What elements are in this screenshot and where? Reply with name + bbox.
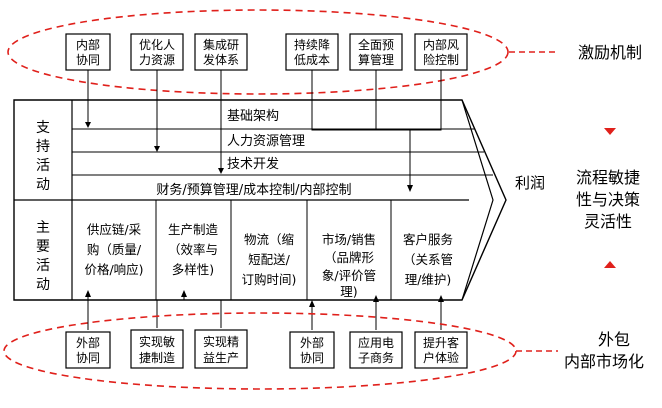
svg-text:内部: 内部 — [76, 37, 100, 52]
svg-text:物流（缩: 物流（缩 — [244, 232, 294, 247]
svg-text:支: 支 — [36, 120, 50, 136]
svg-text:低成本: 低成本 — [294, 53, 330, 67]
support-activities-label: 支 持 活 动 — [36, 120, 50, 193]
svg-text:险控制: 险控制 — [423, 52, 459, 67]
bottom-box-agile-manufacturing: 实现敏 捷制造 — [130, 329, 184, 369]
svg-text:供应链/采: 供应链/采 — [87, 222, 142, 237]
svg-text:购（质量/: 购（质量/ — [87, 242, 142, 257]
svg-text:外部: 外部 — [76, 335, 100, 350]
svg-text:（关系管: （关系管 — [403, 252, 453, 267]
svg-text:发体系: 发体系 — [203, 52, 239, 67]
incentive-mechanism-label: 激励机制 — [578, 43, 642, 62]
svg-text:集成研: 集成研 — [203, 37, 239, 52]
svg-text:订购时间): 订购时间) — [242, 272, 297, 287]
svg-text:实现精: 实现精 — [203, 334, 239, 349]
bottom-box-external-coordination: 外部 协同 — [65, 331, 111, 369]
svg-text:持: 持 — [36, 139, 50, 155]
svg-text:协同: 协同 — [76, 52, 100, 67]
svg-text:力资源: 力资源 — [139, 53, 175, 67]
svg-text:客户服务: 客户服务 — [403, 232, 453, 247]
bottom-box-customer-experience: 提升客 户体验 — [414, 331, 468, 369]
primary-activities-label: 主 要 活 动 — [36, 220, 50, 293]
svg-text:要: 要 — [36, 239, 50, 255]
svg-text:理): 理) — [340, 284, 357, 299]
svg-text:算管理: 算管理 — [358, 52, 394, 67]
support-row-finance-control: 财务/预算管理/成本控制/内部控制 — [156, 182, 351, 198]
svg-text:子商务: 子商务 — [358, 350, 394, 365]
svg-text:持续降: 持续降 — [294, 37, 330, 52]
svg-text:理/维护): 理/维护) — [405, 272, 452, 287]
activity-supply-chain: 供应链/采 购（质量/ 价格/响应) — [84, 222, 143, 277]
agility-flexibility-label: 流程敏捷 性与决策 灵活性 — [576, 168, 640, 231]
svg-text:流程敏捷: 流程敏捷 — [576, 168, 640, 187]
svg-text:优化人: 优化人 — [139, 38, 175, 52]
svg-text:应用电: 应用电 — [358, 335, 394, 350]
bottom-box-external-coordination-2: 外部 协同 — [289, 331, 335, 369]
svg-text:内部市场化: 内部市场化 — [564, 352, 644, 371]
value-chain-shape — [13, 99, 507, 301]
svg-text:动: 动 — [36, 277, 50, 293]
svg-text:捷制造: 捷制造 — [139, 351, 175, 365]
top-connectors — [85, 70, 442, 192]
support-row-infrastructure: 基础架构 — [227, 109, 279, 124]
activity-customer-service: 客户服务 （关系管 理/维护) — [403, 232, 453, 287]
svg-text:协同: 协同 — [300, 350, 324, 365]
svg-text:动: 动 — [36, 177, 50, 193]
svg-text:外部: 外部 — [300, 335, 324, 350]
top-box-risk-control: 内部风 险控制 — [414, 33, 468, 71]
svg-text:性与决策: 性与决策 — [576, 190, 640, 209]
svg-text:全面预: 全面预 — [358, 37, 394, 52]
top-box-integrated-rd: 集成研 发体系 — [194, 33, 248, 71]
svg-text:内部风: 内部风 — [423, 37, 459, 52]
svg-text:价格/响应): 价格/响应) — [84, 262, 143, 277]
bottom-box-lean-production: 实现精 益生产 — [194, 329, 248, 369]
activity-logistics: 物流（缩 短配送/ 订购时间) — [242, 232, 297, 287]
svg-text:提升客: 提升客 — [423, 335, 459, 350]
svg-text:协同: 协同 — [76, 350, 100, 365]
top-box-optimize-hr: 优化人 力资源 — [130, 33, 184, 71]
red-arrow-down — [604, 128, 616, 135]
svg-text:（效率与: （效率与 — [168, 242, 218, 257]
bottom-connectors — [85, 290, 444, 330]
svg-text:活: 活 — [36, 258, 50, 274]
svg-text:益生产: 益生产 — [203, 351, 239, 365]
activity-manufacturing: 生产制造 （效率与 多样性) — [168, 222, 219, 277]
svg-text:短配送/: 短配送/ — [248, 252, 291, 267]
svg-text:主: 主 — [36, 220, 50, 236]
svg-text:（品牌形: （品牌形 — [324, 250, 375, 265]
red-arrow-up — [604, 261, 616, 268]
top-dashed-ellipse — [7, 9, 509, 95]
top-box-reduce-cost: 持续降 低成本 — [285, 33, 339, 71]
svg-text:市场/销售: 市场/销售 — [322, 232, 376, 247]
svg-text:生产制造: 生产制造 — [168, 222, 219, 237]
svg-text:户体验: 户体验 — [423, 350, 459, 365]
svg-text:外包: 外包 — [598, 330, 630, 349]
support-row-tech-development: 技术开发 — [227, 156, 279, 172]
svg-text:多样性): 多样性) — [172, 262, 214, 277]
outsourcing-internal-market-label: 外包 内部市场化 — [564, 330, 644, 371]
top-box-budget-management: 全面预 算管理 — [349, 33, 403, 71]
bottom-box-e-commerce: 应用电 子商务 — [349, 331, 403, 369]
support-row-hr-management: 人力资源管理 — [227, 134, 305, 149]
svg-text:灵活性: 灵活性 — [584, 212, 632, 231]
activity-marketing-sales: 市场/销售 （品牌形 象/评价管 理) — [322, 232, 376, 299]
profit-label: 利润 — [515, 174, 545, 192]
svg-text:象/评价管: 象/评价管 — [322, 268, 376, 283]
top-box-internal-coordination: 内部 协同 — [65, 33, 111, 71]
svg-text:实现敏: 实现敏 — [139, 334, 175, 349]
svg-text:活: 活 — [36, 158, 50, 174]
